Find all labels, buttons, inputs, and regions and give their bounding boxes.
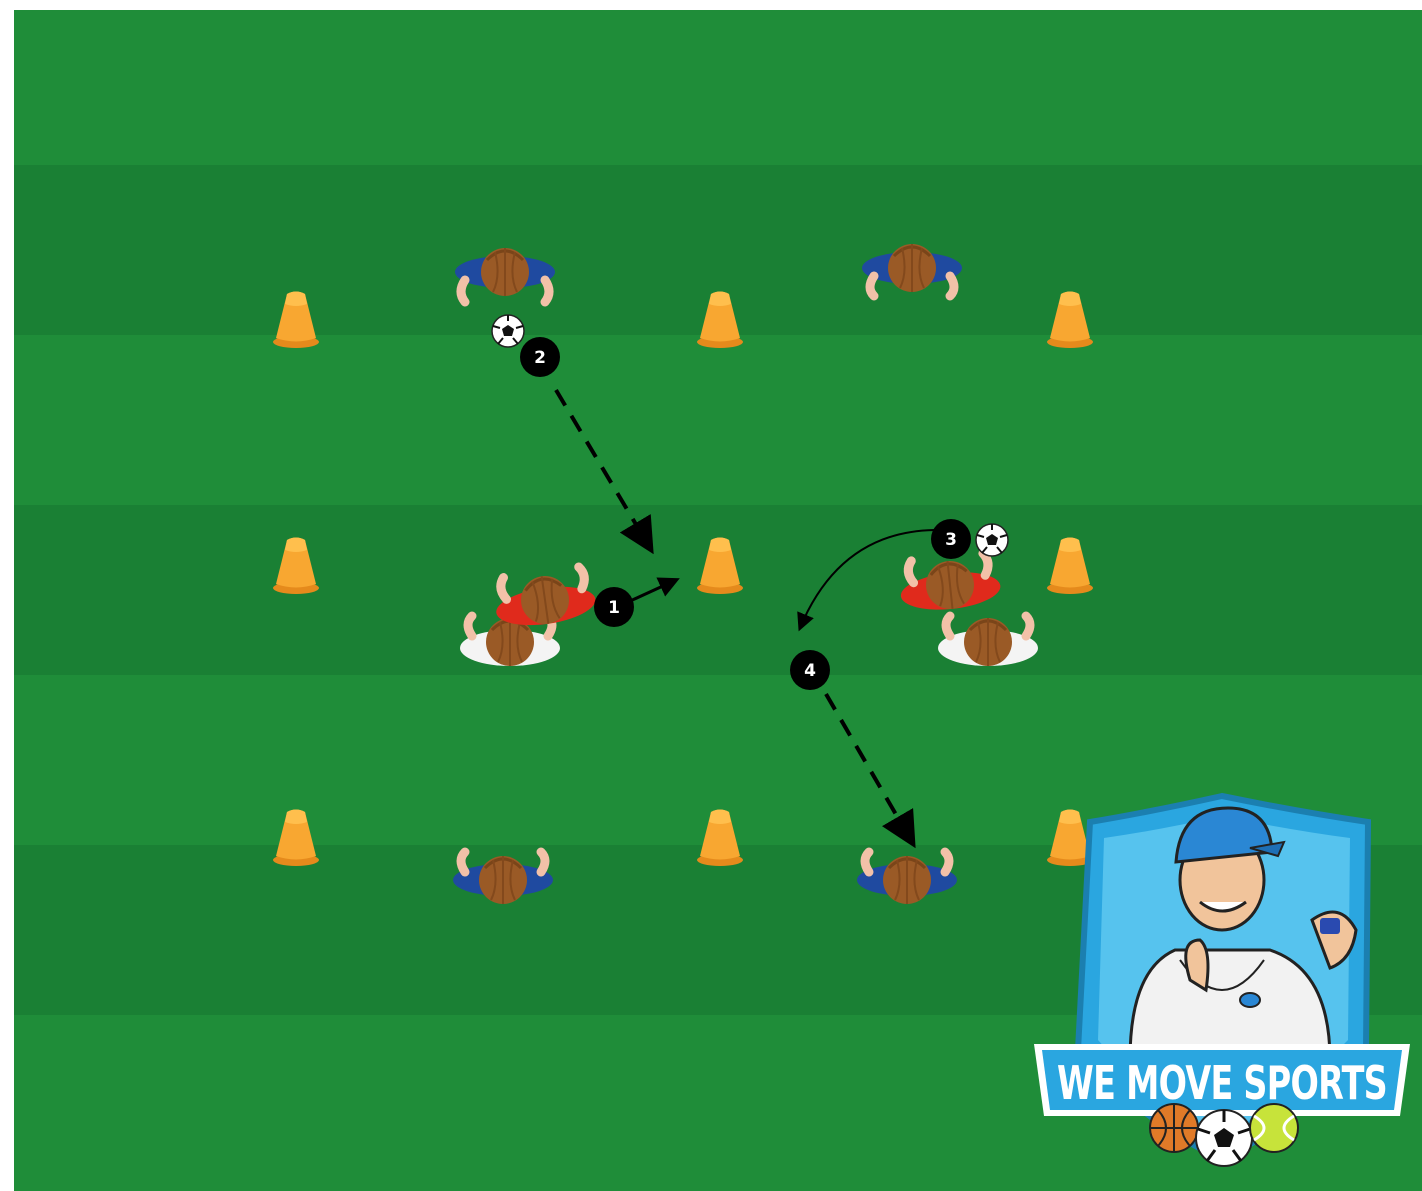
step-label: 4 [804,661,816,681]
step-label: 3 [945,530,957,550]
step-label: 1 [608,598,620,618]
step-marker-3: 3 [931,519,971,559]
soccer-ball-icon [1196,1110,1252,1166]
logo-text: WE MOVE SPORTS [1057,1056,1387,1110]
ball-icon [976,524,1008,556]
step-marker-4: 4 [790,650,830,690]
we-move-sports-logo: WE MOVE SPORTS [1034,796,1410,1166]
basketball-icon [1150,1104,1198,1152]
step-marker-1: 1 [594,587,634,627]
ball-icon [492,315,524,347]
step-marker-2: 2 [520,337,560,377]
step-label: 2 [534,348,546,368]
tennis-ball-icon [1250,1104,1298,1152]
